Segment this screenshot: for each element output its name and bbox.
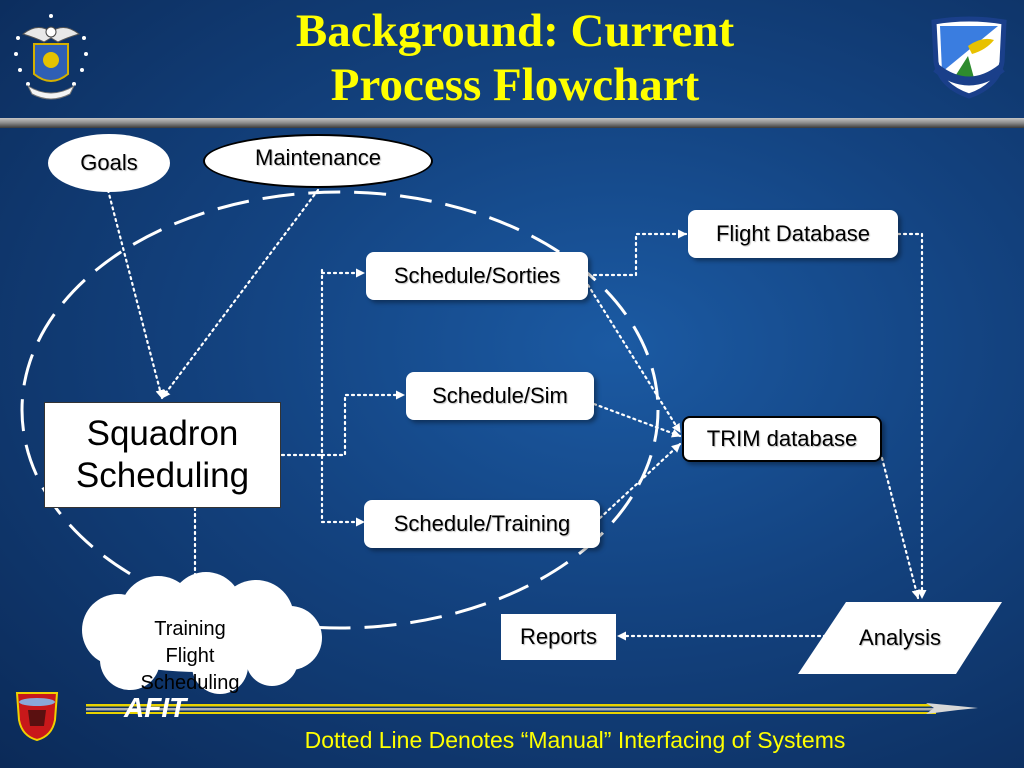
connector-sorties-to-trim: [586, 283, 682, 434]
squadron-label-line-2: Scheduling: [75, 456, 250, 495]
connector-to-sim: [320, 390, 406, 457]
analysis-label: Analysis: [859, 625, 941, 650]
reports-label: Reports: [519, 624, 598, 649]
maintenance-label: Maintenance: [255, 145, 381, 170]
squadron-label-line-1: Squadron: [86, 414, 239, 453]
training-label-line-3: Scheduling: [140, 672, 240, 694]
schedule-training-label: Schedule/Training: [393, 511, 571, 536]
reports-node: Reports: [501, 614, 616, 660]
analysis-node-shape: [798, 602, 1002, 674]
maintenance-node: Maintenance: [203, 134, 433, 188]
goals-label: Goals: [80, 150, 138, 175]
squadron-scheduling-node: Squadron Scheduling: [44, 402, 281, 508]
connector-maintenance-to-squadron: [160, 188, 320, 400]
flight-database-label: Flight Database: [715, 221, 871, 246]
schedule-sorties-node: Schedule/Sorties: [366, 252, 588, 300]
squadron-patch-icon: [15, 692, 59, 742]
training-flight-scheduling-node: Training Flight Scheduling: [110, 616, 270, 697]
system-boundary-ellipse: [20, 190, 660, 630]
title-divider: [0, 118, 1024, 128]
schedule-sim-label: Schedule/Sim: [432, 383, 568, 408]
slide-title-line-1: Background: Current: [295, 5, 735, 57]
connector-trim-to-analysis: [880, 456, 921, 600]
trim-database-node: TRIM database: [682, 416, 882, 462]
flying-training-wing-shield-icon: [931, 16, 1007, 99]
schedule-training-node: Schedule/Training: [364, 500, 600, 548]
training-label-line-2: Flight: [165, 645, 215, 667]
analysis-node: Analysis: [820, 614, 980, 662]
schedule-sorties-label: Schedule/Sorties: [393, 263, 561, 288]
training-flight-cloud-shape: [82, 572, 322, 694]
connector-training-to-trim: [598, 442, 682, 520]
afit-wordmark: AFIT: [124, 692, 187, 723]
connector-sorties-to-flight-db: [586, 229, 688, 277]
afit-jet-streak-icon: [86, 703, 978, 714]
training-label-line-1: Training: [154, 618, 226, 640]
trim-database-label: TRIM database: [706, 426, 858, 451]
slide-title: Background: Current Process Flowchart: [170, 4, 860, 112]
schedule-sim-node: Schedule/Sim: [406, 372, 594, 420]
connector-sim-to-trim: [592, 402, 682, 438]
slide-title-line-2: Process Flowchart: [330, 59, 700, 111]
air-force-eagle-seal-icon: [14, 14, 88, 100]
connector-goals-to-squadron: [106, 188, 165, 400]
flight-database-node: Flight Database: [688, 210, 898, 258]
connector-flight-db-to-analysis: [896, 232, 927, 600]
goals-node: Goals: [48, 134, 170, 192]
footer-note: Dotted Line Denotes “Manual” Interfacing…: [304, 727, 846, 753]
